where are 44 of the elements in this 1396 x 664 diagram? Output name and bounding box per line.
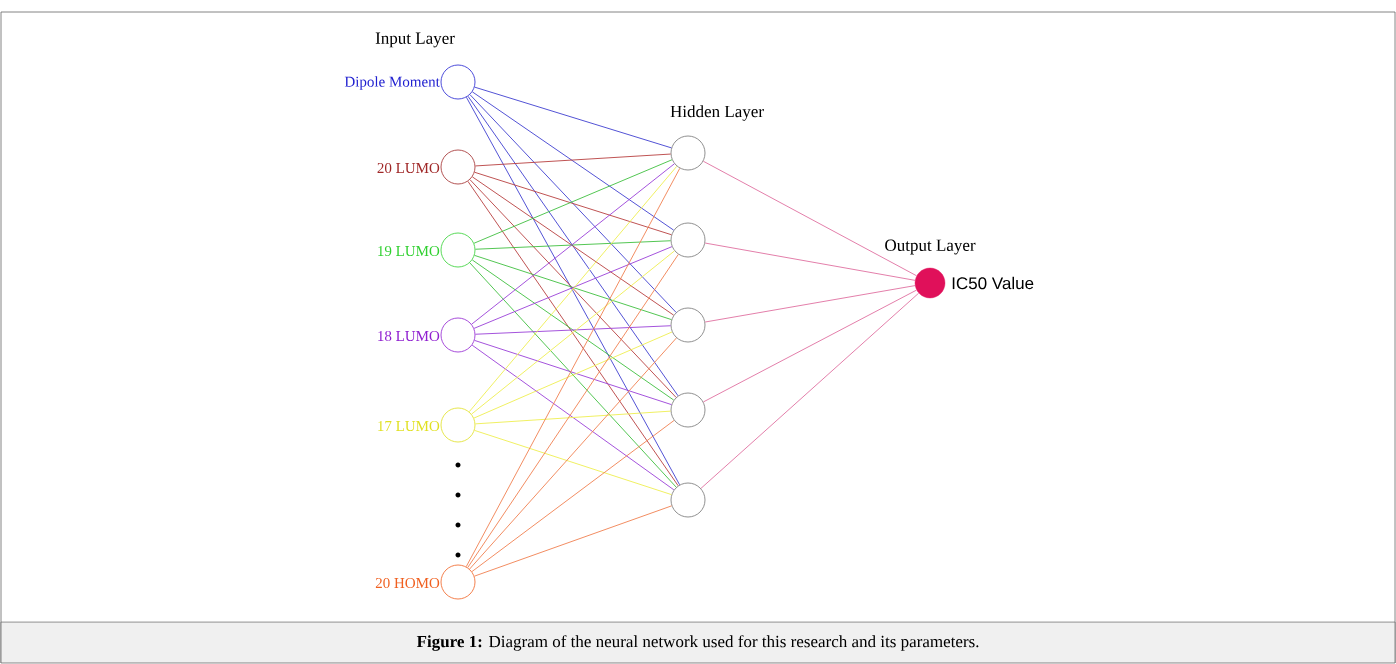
- connection-line: [474, 86, 672, 149]
- connection-line: [467, 180, 679, 487]
- neuron-circle: [670, 222, 706, 258]
- connection-line: [704, 285, 916, 323]
- connection-line: [473, 159, 673, 244]
- connection-line: [469, 337, 677, 570]
- connection-line: [474, 153, 672, 167]
- neuron-label: 17 LUMO: [378, 420, 440, 432]
- output-label: IC50 Value: [952, 276, 1034, 290]
- neuron-label: 20 HOMO: [375, 577, 440, 589]
- neuron-circle: [670, 135, 706, 171]
- connection-line: [473, 331, 673, 419]
- neuron-label: 19 LUMO: [378, 245, 440, 257]
- connection-line: [702, 289, 917, 403]
- connection-line: [474, 410, 672, 425]
- connection-line: [471, 344, 675, 491]
- connection-line: [474, 254, 672, 321]
- layer-title: Input Layer: [375, 32, 455, 48]
- connection-line: [474, 240, 672, 250]
- connection-line: [700, 292, 920, 489]
- connection-line: [704, 242, 916, 281]
- neuron-label: 18 LUMO: [378, 330, 440, 342]
- connection-line: [473, 246, 673, 329]
- neuron-label: 20 LUMO: [377, 162, 440, 174]
- connection-line: [469, 262, 677, 488]
- connection-line: [467, 95, 679, 397]
- neuron-label: Dipole Moment: [344, 76, 440, 90]
- neuron-circle: [670, 307, 706, 343]
- connection-line: [474, 171, 672, 236]
- layer-title: Output Layer: [885, 239, 976, 255]
- neuron-circle: [670, 392, 706, 428]
- connection-line: [474, 325, 672, 335]
- connection-line: [471, 91, 675, 231]
- connection-line: [469, 94, 677, 313]
- caption-bar: Figure 1: Diagram of the neural network used for this research and its parameters.: [0, 621, 1396, 664]
- connection-line: [465, 167, 681, 568]
- connection-line: [465, 96, 681, 486]
- connection-line: [473, 505, 673, 577]
- connection-line: [471, 420, 675, 573]
- connection-line: [474, 339, 672, 406]
- neuron-circle: [670, 482, 706, 518]
- connection-line: [474, 429, 672, 496]
- connection-line: [467, 254, 679, 569]
- connection-line: [702, 160, 918, 277]
